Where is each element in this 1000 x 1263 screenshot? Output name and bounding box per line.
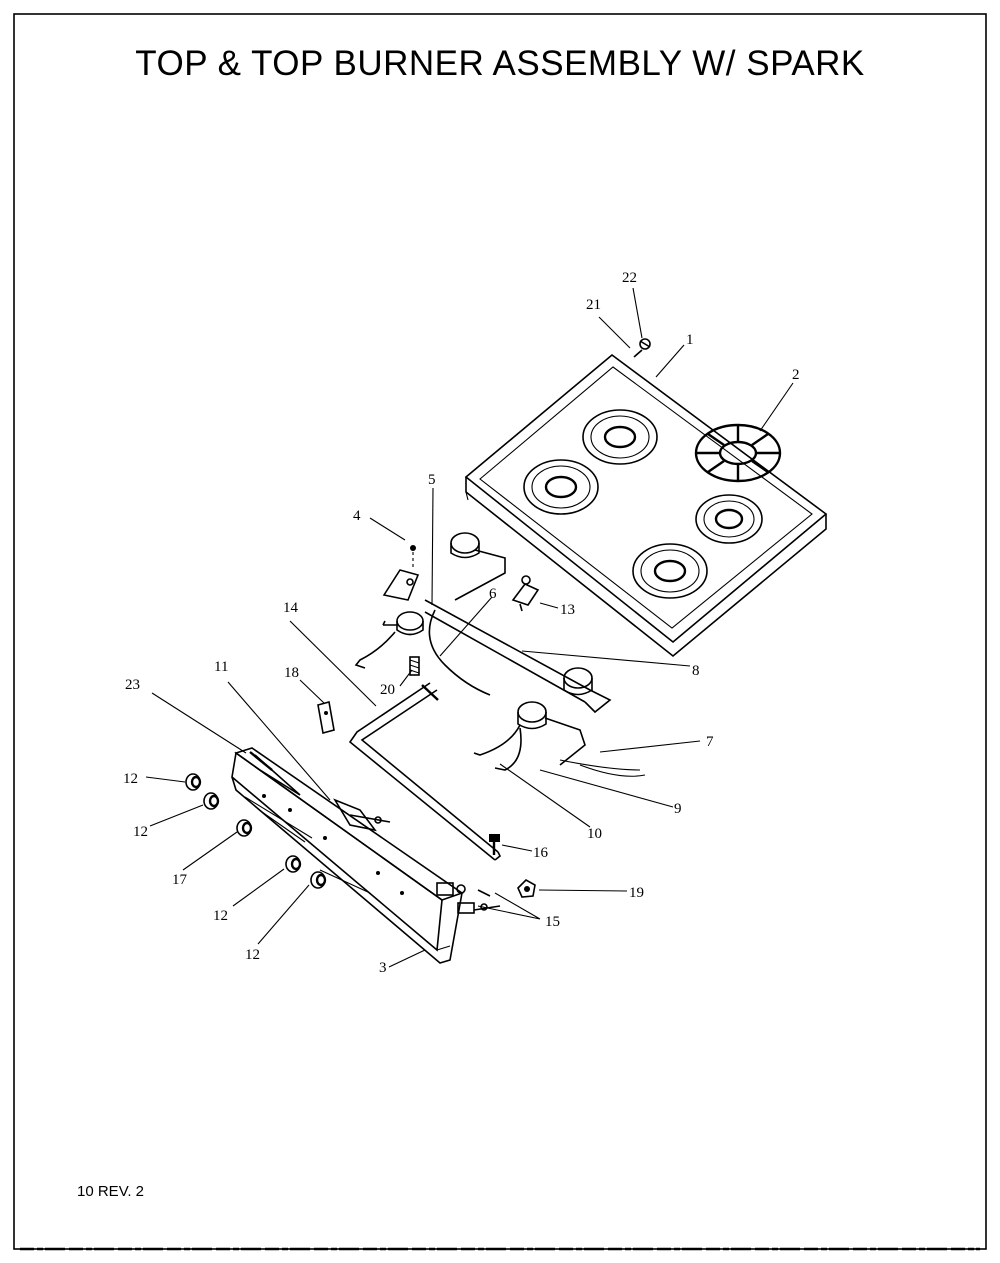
callout-10: 10 <box>587 826 602 842</box>
control-knobs <box>185 773 327 889</box>
burner-ring-back-right <box>695 494 763 544</box>
callout-9: 9 <box>674 801 682 817</box>
manifold-pipe-part <box>317 682 502 861</box>
callout-20: 20 <box>380 682 395 698</box>
callout-12d: 12 <box>245 947 260 963</box>
callout-labels: 22 21 1 2 5 4 6 13 14 8 11 18 20 23 7 12… <box>123 270 800 976</box>
callout-22: 22 <box>622 270 637 286</box>
callout-14: 14 <box>283 600 299 616</box>
callout-21: 21 <box>586 297 601 313</box>
page-title: TOP & TOP BURNER ASSEMBLY W/ SPARK <box>135 44 865 83</box>
callout-23: 23 <box>125 677 140 693</box>
callout-2: 2 <box>792 367 800 383</box>
callout-8: 8 <box>692 663 700 679</box>
callout-12a: 12 <box>123 771 138 787</box>
page-border <box>13 13 987 1250</box>
callout-1: 1 <box>686 332 694 348</box>
knob-5 <box>310 871 327 889</box>
callout-13: 13 <box>560 602 575 618</box>
callout-3: 3 <box>379 960 387 976</box>
spark-module-part <box>517 879 536 898</box>
callout-11: 11 <box>214 659 228 675</box>
burner-manifold-assembly <box>354 532 646 777</box>
knob-3 <box>236 819 253 837</box>
screw-part-21-22 <box>633 338 651 358</box>
callout-18: 18 <box>284 665 299 681</box>
knob-2 <box>203 792 220 810</box>
leader-lines <box>145 287 794 968</box>
callout-12b: 12 <box>133 824 148 840</box>
burner-ring-front-left <box>523 459 599 515</box>
cooktop-part <box>464 353 828 658</box>
callout-12c: 12 <box>213 908 228 924</box>
callout-5: 5 <box>428 472 436 488</box>
grate-part <box>694 423 782 483</box>
control-panel-part <box>231 747 501 964</box>
callout-4: 4 <box>353 508 361 524</box>
callout-17: 17 <box>172 872 188 888</box>
burner-ring-front-right <box>632 543 708 599</box>
callout-6: 6 <box>489 586 497 602</box>
callout-16: 16 <box>533 845 549 861</box>
burner-ring-back-left <box>582 409 658 465</box>
revision-footer: 10 REV. 2 <box>77 1183 144 1200</box>
knob-4 <box>285 855 302 873</box>
callout-15: 15 <box>545 914 560 930</box>
knob-1 <box>185 773 202 791</box>
callout-19: 19 <box>629 885 644 901</box>
callout-7: 7 <box>706 734 714 750</box>
